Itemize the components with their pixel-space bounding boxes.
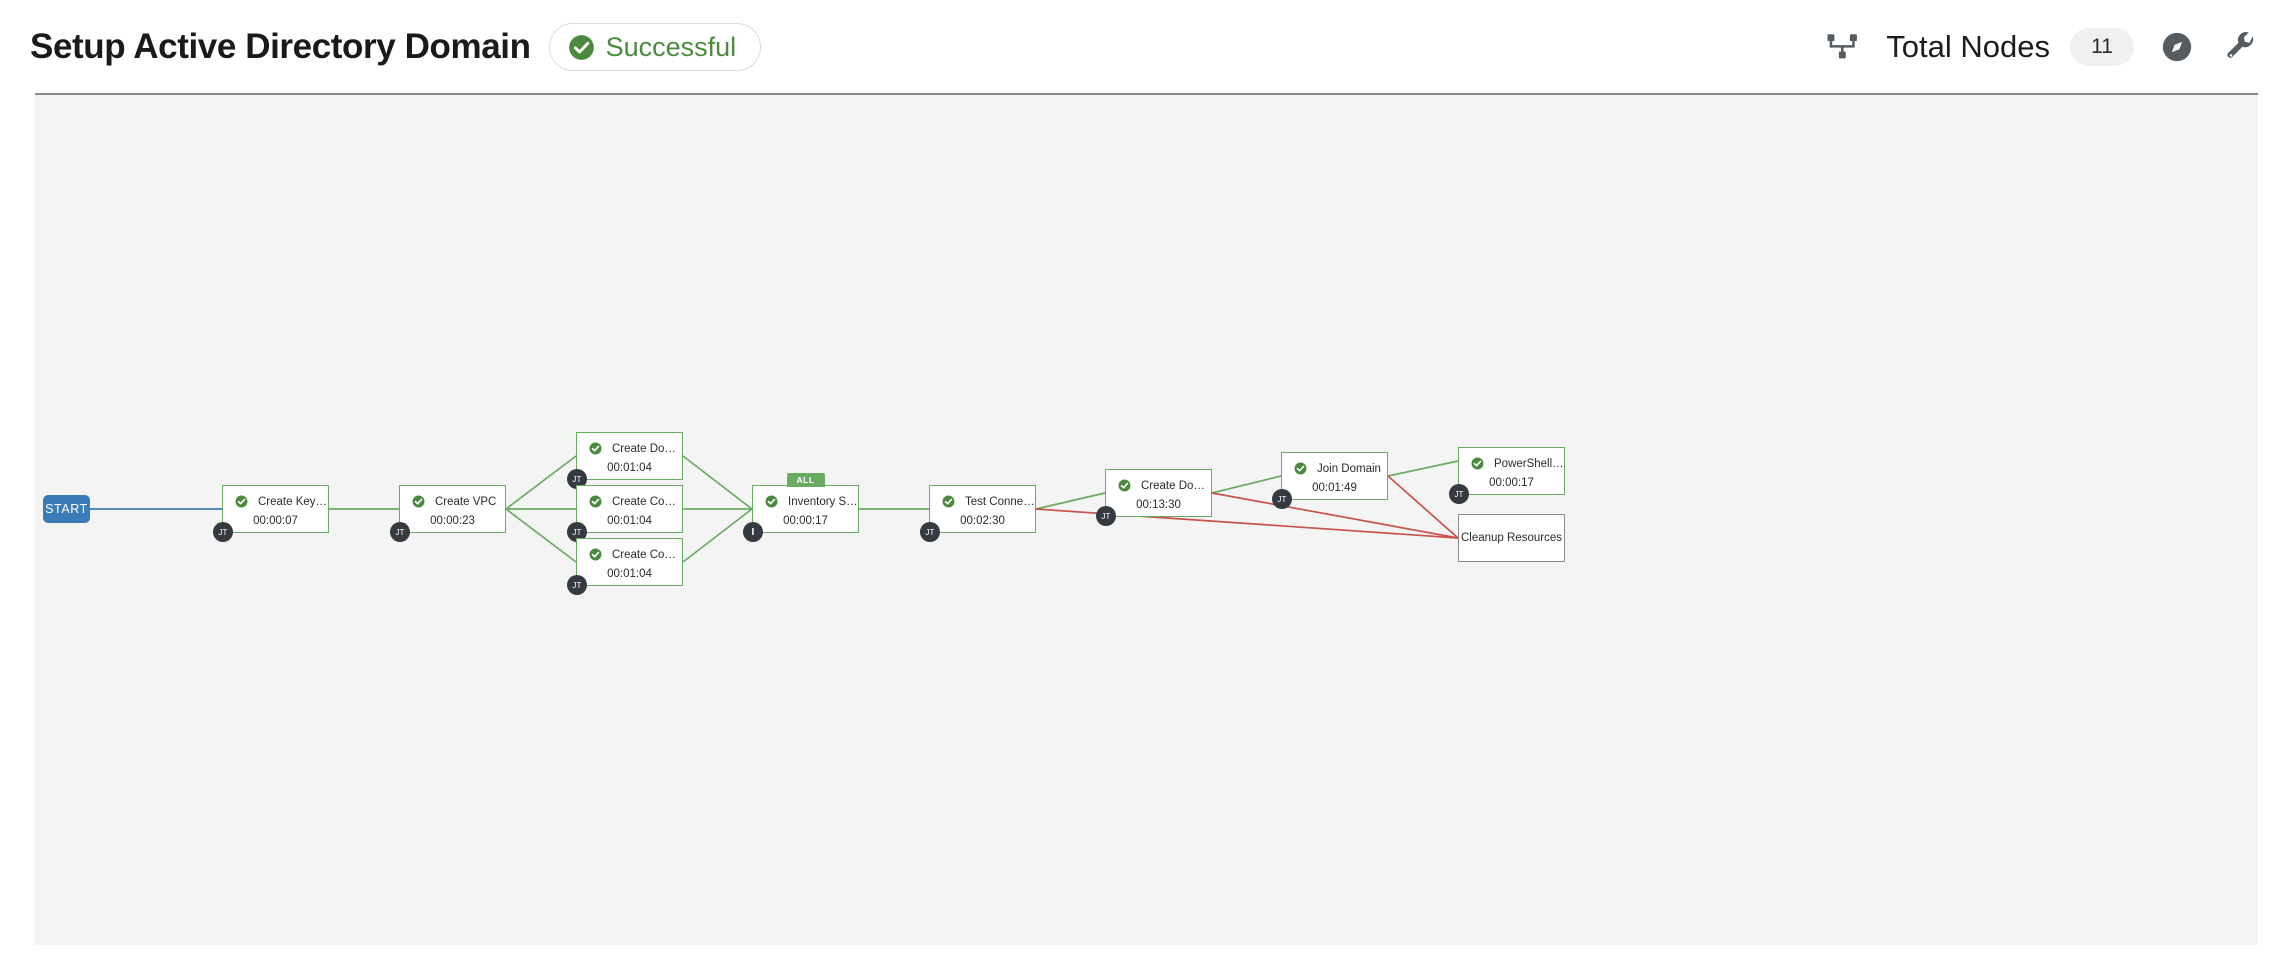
node-duration: 00:01:04 [607, 515, 652, 527]
check-circle-icon [589, 548, 602, 561]
node-title-row: PowerShell Validation [1459, 457, 1564, 470]
edge-failure [1211, 492, 1459, 539]
node-title-row: Create Domain Contr... [577, 442, 682, 455]
node-title: Create Computer (1) [612, 495, 682, 508]
node-duration: 00:00:07 [253, 515, 298, 527]
header-left-group: Setup Active Directory Domain Successful [30, 0, 762, 94]
node-duration: 00:01:04 [607, 462, 652, 474]
edge-failure [1387, 475, 1459, 539]
avatar[interactable]: JT [213, 522, 233, 542]
node-title: Create Computer (2) [612, 548, 682, 561]
header-divider [35, 93, 2258, 95]
node-title-row: Test Connectivity [930, 495, 1035, 508]
node-duration: 00:02:30 [960, 515, 1005, 527]
hierarchy-icon [1827, 34, 1858, 59]
app-header: Setup Active Directory Domain Successful… [0, 0, 2290, 95]
status-label: Successful [605, 31, 737, 62]
node-duration: 00:00:17 [1489, 477, 1534, 489]
wrench-icon[interactable] [2224, 30, 2258, 64]
avatar[interactable]: JT [567, 522, 587, 542]
check-circle-icon [568, 34, 594, 60]
node-duration: 00:01:04 [607, 568, 652, 580]
header-right-group: Total Nodes 11 [1826, 0, 2262, 94]
node-title-row: Join Domain [1282, 462, 1387, 475]
node-tab-inventory-sync: ALL [786, 473, 825, 487]
node-duration: 00:00:23 [430, 515, 475, 527]
check-circle-icon [765, 495, 778, 508]
node-title: Inventory Sync [788, 495, 858, 508]
check-circle-icon [412, 495, 425, 508]
edge-success [505, 455, 577, 510]
node-title: Create Keypair [258, 495, 328, 508]
status-badge: Successful [548, 23, 762, 71]
compass-icon[interactable] [2160, 30, 2194, 64]
node-title-row: Create Keypair [223, 495, 328, 508]
total-nodes-label: Total Nodes [1886, 29, 2050, 64]
info-badge-icon[interactable]: I [743, 522, 763, 542]
start-node-label: START [45, 502, 88, 516]
check-circle-icon [942, 495, 955, 508]
check-circle-icon [235, 495, 248, 508]
node-title: Cleanup Resources [1460, 532, 1562, 544]
node-title-row: Create VPC [400, 495, 505, 508]
avatar[interactable]: JT [1272, 489, 1292, 509]
edge-success [1387, 460, 1459, 477]
edge-success [682, 455, 753, 510]
node-duration: 00:13:30 [1136, 499, 1181, 511]
avatar[interactable]: JT [567, 575, 587, 595]
avatar[interactable]: JT [390, 522, 410, 542]
node-title-row: Inventory Sync [753, 495, 858, 508]
edge-success [505, 508, 577, 563]
total-nodes-count-pill: 11 [2070, 28, 2134, 66]
node-duration: 00:00:17 [783, 515, 828, 527]
total-nodes-count: 11 [2091, 35, 2113, 58]
node-title-row: Create Computer (1) [577, 495, 682, 508]
start-node[interactable]: START [43, 495, 90, 523]
edge-success [1035, 492, 1106, 510]
workflow-edges [90, 455, 1459, 563]
avatar[interactable]: JT [567, 469, 587, 489]
check-circle-icon [1294, 462, 1307, 475]
node-title: Create VPC [435, 495, 497, 508]
node-title: PowerShell Validation [1494, 457, 1564, 470]
node-title-row: Create Domain [1106, 479, 1211, 492]
check-circle-icon [589, 495, 602, 508]
avatar[interactable]: JT [1449, 484, 1469, 504]
check-circle-icon [589, 442, 602, 455]
node-title-row: Create Computer (2) [577, 548, 682, 561]
node-title: Test Connectivity [965, 495, 1035, 508]
page-title: Setup Active Directory Domain [30, 27, 531, 66]
check-circle-icon [1118, 479, 1131, 492]
edge-success [682, 508, 753, 563]
workflow-node-cleanup-resources[interactable]: Cleanup Resources [1458, 514, 1565, 562]
node-duration: 00:01:49 [1312, 482, 1357, 494]
edge-success [1211, 475, 1282, 494]
avatar[interactable]: JT [1096, 506, 1116, 526]
check-circle-icon [1471, 457, 1484, 470]
avatar[interactable]: JT [920, 522, 940, 542]
node-title: Create Domain Contr... [612, 442, 682, 455]
node-title: Create Domain [1141, 479, 1211, 492]
node-title: Join Domain [1317, 462, 1381, 475]
